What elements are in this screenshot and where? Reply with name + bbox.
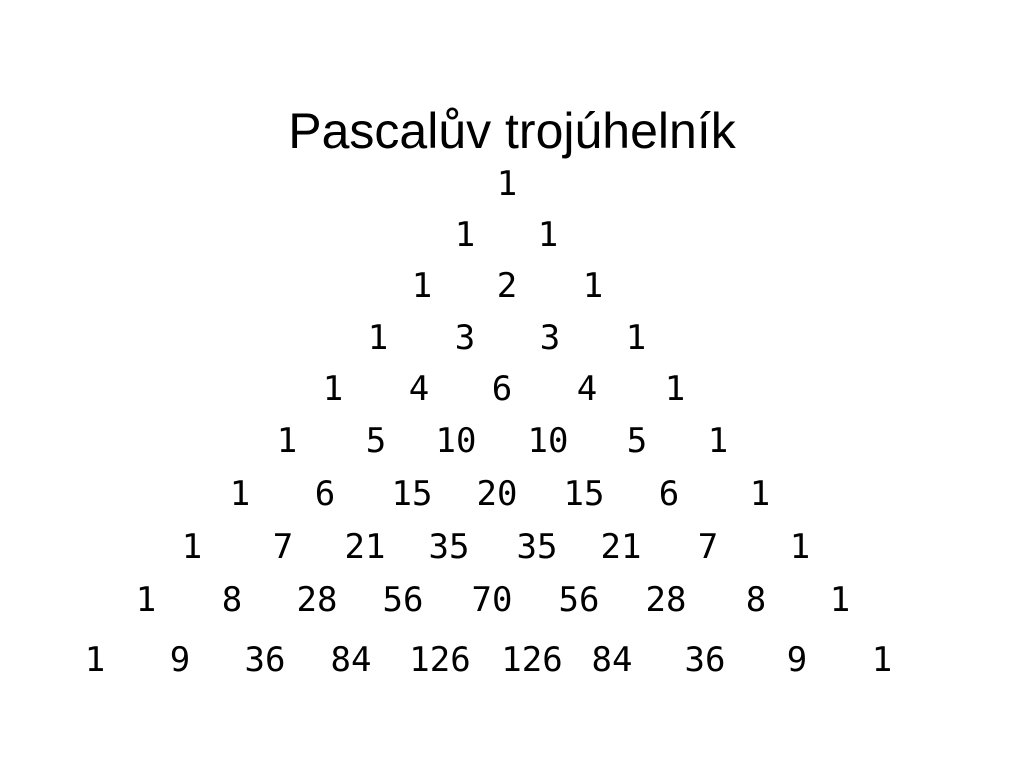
triangle-number: 9 — [169, 640, 191, 680]
triangle-number: 1 — [625, 318, 647, 358]
triangle-number: 4 — [408, 369, 430, 409]
triangle-number: 56 — [558, 580, 600, 620]
triangle-number: 35 — [428, 527, 470, 567]
triangle-number: 6 — [658, 474, 680, 514]
triangle-number: 10 — [435, 421, 477, 461]
triangle-number: 1 — [229, 474, 251, 514]
triangle-number: 1 — [829, 580, 851, 620]
triangle-number: 70 — [471, 580, 513, 620]
triangle-number: 1 — [322, 369, 344, 409]
triangle-number: 1 — [367, 318, 389, 358]
triangle-number: 1 — [276, 421, 298, 461]
triangle-number: 3 — [539, 318, 561, 358]
triangle-number: 9 — [786, 640, 808, 680]
triangle-number: 7 — [697, 527, 719, 567]
triangle-number: 6 — [314, 474, 336, 514]
triangle-number: 56 — [382, 580, 424, 620]
triangle-number: 1 — [707, 421, 729, 461]
triangle-number: 1 — [181, 527, 203, 567]
triangle-number: 126 — [501, 640, 563, 680]
triangle-number: 8 — [745, 580, 767, 620]
triangle-number: 28 — [296, 580, 338, 620]
triangle-number: 5 — [365, 421, 387, 461]
triangle-number: 6 — [491, 369, 513, 409]
triangle-number: 1 — [537, 215, 559, 255]
triangle-number: 4 — [576, 369, 598, 409]
triangle-number: 2 — [496, 266, 518, 306]
triangle-number: 15 — [563, 474, 605, 514]
triangle-number: 8 — [221, 580, 243, 620]
triangle-number: 1 — [135, 580, 157, 620]
triangle-number: 1 — [84, 640, 106, 680]
triangle-number: 1 — [871, 640, 893, 680]
triangle-number: 21 — [344, 527, 386, 567]
triangle-number: 20 — [476, 474, 518, 514]
slide-title: Pascalův trojúhelník — [288, 102, 736, 159]
triangle-number: 1 — [664, 369, 686, 409]
triangle-number: 126 — [409, 640, 471, 680]
triangle-number: 36 — [244, 640, 286, 680]
triangle-number: 15 — [391, 474, 433, 514]
triangle-number: 36 — [684, 640, 726, 680]
triangle-number: 84 — [591, 640, 633, 680]
triangle-number: 1 — [582, 266, 604, 306]
triangle-number: 1 — [496, 164, 518, 204]
triangle-number: 1 — [789, 527, 811, 567]
triangle-number: 10 — [527, 421, 569, 461]
triangle-number: 35 — [516, 527, 558, 567]
triangle-number: 21 — [600, 527, 642, 567]
triangle-number: 84 — [330, 640, 372, 680]
triangle-number: 3 — [454, 318, 476, 358]
triangle-number: 28 — [645, 580, 687, 620]
triangle-number: 1 — [749, 474, 771, 514]
triangle-number: 1 — [454, 215, 476, 255]
triangle-number: 1 — [411, 266, 433, 306]
triangle-number: 5 — [626, 421, 648, 461]
triangle-number: 7 — [272, 527, 294, 567]
